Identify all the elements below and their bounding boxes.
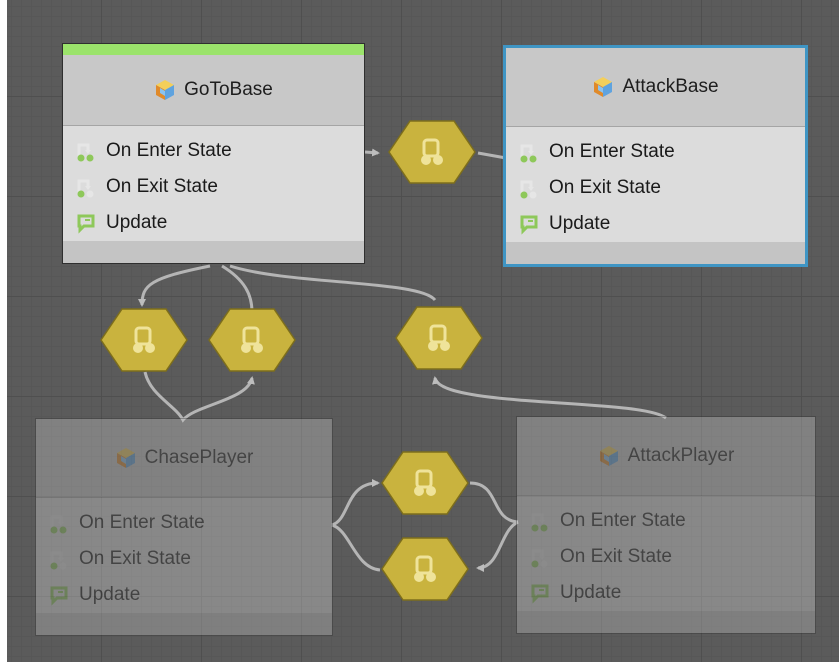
state-title: AttackBase <box>622 76 719 97</box>
state-header[interactable]: GoToBase <box>63 55 364 126</box>
state-header[interactable]: AttackBase <box>506 48 805 127</box>
state-node-attackplayer[interactable]: AttackPlayer On Enter State On Exit State… <box>516 416 816 634</box>
state-row-label: Update <box>549 213 611 234</box>
state-row-label: Update <box>106 212 168 233</box>
state-row-label: On Enter State <box>560 510 686 531</box>
state-row[interactable]: Update <box>506 206 805 242</box>
exit-state-icon <box>529 546 551 568</box>
state-header[interactable]: AttackPlayer <box>517 417 815 496</box>
transition-node[interactable] <box>208 308 296 372</box>
state-row-label: On Enter State <box>79 512 205 533</box>
transition-node[interactable] <box>381 537 469 601</box>
exit-state-icon <box>518 177 540 199</box>
enter-state-icon <box>518 141 540 163</box>
state-row-label: On Enter State <box>106 140 232 161</box>
state-row[interactable]: Update <box>517 575 815 611</box>
state-cube-icon <box>592 76 614 98</box>
exit-state-icon <box>48 548 70 570</box>
state-row-label: On Exit State <box>106 176 218 197</box>
state-cube-icon <box>598 445 620 467</box>
update-icon <box>518 213 540 235</box>
exit-state-icon <box>75 176 97 198</box>
state-row-label: On Exit State <box>549 177 661 198</box>
state-row[interactable]: Update <box>36 577 332 613</box>
state-row-label: Update <box>79 584 141 605</box>
state-row[interactable]: On Enter State <box>517 503 815 539</box>
state-row[interactable]: On Exit State <box>63 169 364 205</box>
state-row[interactable]: Update <box>63 205 364 241</box>
update-icon <box>529 582 551 604</box>
state-title: ChasePlayer <box>144 447 254 468</box>
state-title: AttackPlayer <box>627 445 735 466</box>
state-row-label: On Exit State <box>560 546 672 567</box>
transition-node[interactable] <box>395 306 483 370</box>
state-row-label: On Enter State <box>549 141 675 162</box>
state-row[interactable]: On Enter State <box>36 505 332 541</box>
state-cube-icon <box>115 447 137 469</box>
state-row[interactable]: On Exit State <box>506 170 805 206</box>
transition-node[interactable] <box>388 120 476 184</box>
transition-node[interactable] <box>100 308 188 372</box>
enter-state-icon <box>48 512 70 534</box>
state-row[interactable]: On Enter State <box>506 134 805 170</box>
state-row[interactable]: On Exit State <box>517 539 815 575</box>
update-icon <box>75 212 97 234</box>
state-title: GoToBase <box>184 79 273 100</box>
state-header[interactable]: ChasePlayer <box>36 419 332 498</box>
state-row-label: On Exit State <box>79 548 191 569</box>
enter-state-icon <box>75 140 97 162</box>
state-row-label: Update <box>560 582 622 603</box>
active-state-bar <box>63 44 364 55</box>
state-row[interactable]: On Enter State <box>63 133 364 169</box>
state-cube-icon <box>154 79 176 101</box>
update-icon <box>48 584 70 606</box>
transition-node[interactable] <box>381 451 469 515</box>
state-row[interactable]: On Exit State <box>36 541 332 577</box>
enter-state-icon <box>529 510 551 532</box>
